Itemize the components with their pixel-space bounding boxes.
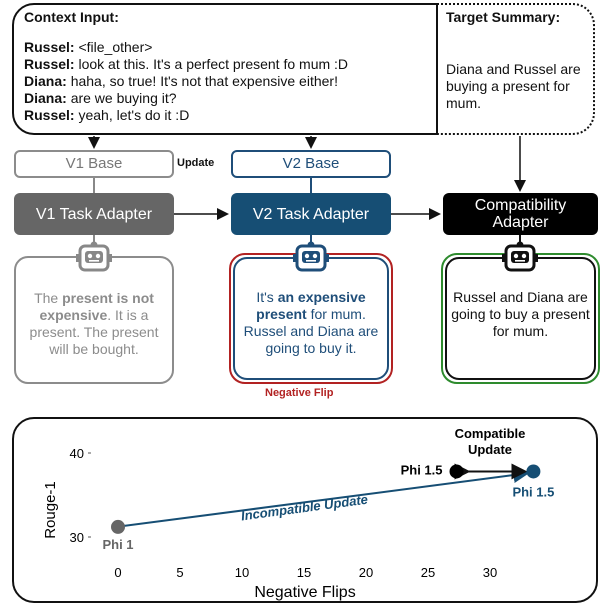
data-point-phi-1	[111, 519, 125, 534]
x-tick-label: 30	[483, 565, 497, 580]
target-summary-title: Target Summary:	[446, 9, 561, 25]
dialogue-turn: Russel: <file_other>	[24, 39, 153, 55]
incompatible-update-arrow	[123, 467, 530, 527]
chart-panel	[12, 417, 598, 603]
dialogue-turn: Diana: haha, so true! It's not that expe…	[24, 73, 338, 89]
v1-task-adapter: V1 Task Adapter	[14, 193, 174, 235]
x-tick-label: 20	[359, 565, 373, 580]
context-input-title: Context Input:	[24, 9, 119, 25]
data-point-phi-1-5-v2	[526, 464, 541, 479]
x-tick-label: 5	[176, 565, 183, 580]
context-input-box	[12, 3, 438, 135]
y-tick-label: 40	[70, 446, 84, 461]
v2-base-box: V2 Base	[231, 150, 391, 178]
robot-icon	[293, 244, 329, 272]
y-axis-label: Rouge-1	[42, 481, 59, 539]
update-label: Update	[177, 157, 215, 169]
robot-icon	[502, 244, 538, 272]
v1-base-box: V1 Base	[14, 150, 174, 178]
x-tick-label: 15	[297, 565, 311, 580]
target-summary-box	[437, 3, 595, 135]
x-tick-label: 10	[235, 565, 249, 580]
v1-output-box: The present is not expensive. It is a pr…	[14, 256, 174, 384]
dialogue-turn: Russel: yeah, let's do it :D	[24, 107, 190, 123]
y-tick-label: 30	[70, 530, 84, 545]
point-label: Phi 1	[102, 537, 133, 552]
x-tick-label: 25	[421, 565, 435, 580]
v2-task-adapter: V2 Task Adapter	[231, 193, 391, 235]
x-tick-label: 0	[114, 565, 121, 580]
data-point-phi-1-5-compatible	[449, 464, 464, 479]
compat-output-box: Russel and Diana are going to buy a pres…	[445, 257, 596, 380]
dialogue-turn: Diana: are we buying it?	[24, 90, 177, 106]
x-axis-label: Negative Flips	[254, 584, 355, 601]
incompatible-update-label: Incompatible Update	[240, 492, 369, 524]
dialogue-turn: Russel: look at this. It's a perfect pre…	[24, 56, 349, 72]
negative-flip-label: Negative Flip	[265, 387, 334, 399]
robot-icon	[76, 244, 112, 272]
point-label: Phi 1.5	[401, 462, 443, 477]
target-summary-text: Diana and Russel are buying a present fo…	[446, 61, 581, 111]
compatible-update-label: Compatible	[455, 426, 526, 441]
compatible-update-label: Update	[468, 442, 512, 457]
v2-output-box: It's an expensive present for mum. Russe…	[233, 257, 389, 380]
point-label: Phi 1.5	[512, 484, 554, 499]
